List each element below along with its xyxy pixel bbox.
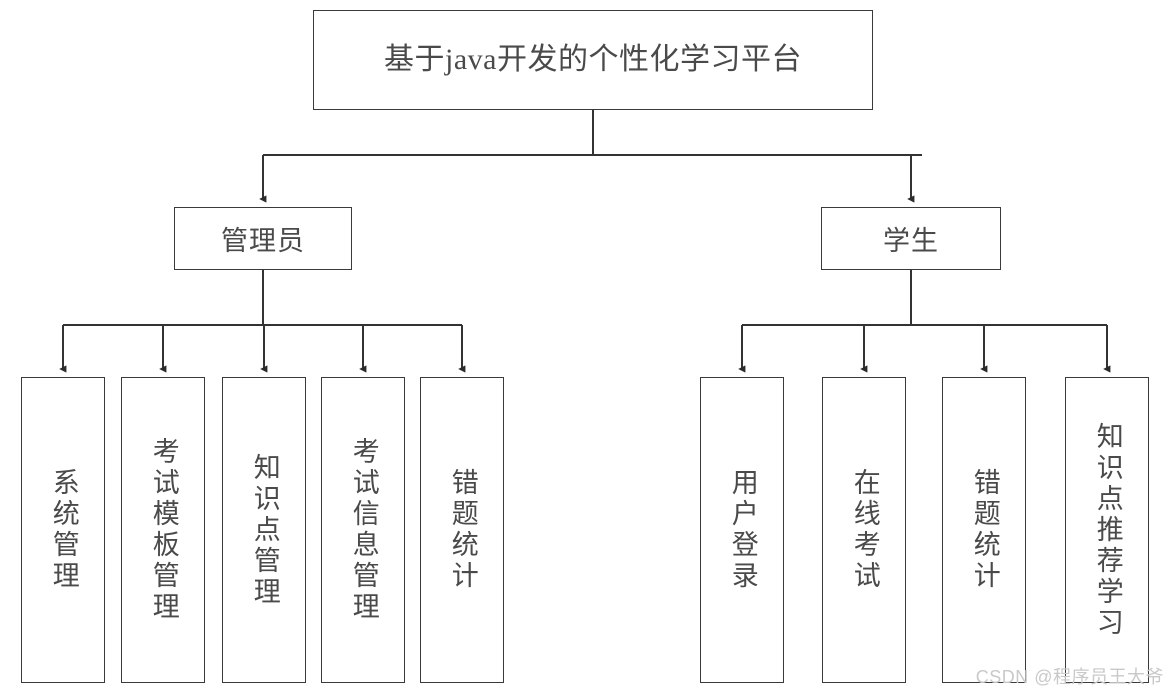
node-student-leaf-user-login[interactable]: 用户登录: [700, 377, 784, 683]
node-admin-leaf-3-label: 知识点管理: [249, 452, 280, 608]
node-admin-leaf-exam-template-management[interactable]: 考试模板管理: [121, 377, 205, 683]
node-role-admin[interactable]: 管理员: [174, 207, 352, 270]
node-admin-leaf-2-label: 考试模板管理: [148, 437, 179, 623]
node-student-leaf-3-label: 错题统计: [969, 468, 1000, 592]
node-student-leaf-online-exam[interactable]: 在线考试: [822, 377, 906, 683]
node-root-label: 基于java开发的个性化学习平台: [384, 43, 802, 76]
node-role-student-label: 学生: [883, 226, 939, 256]
node-root-platform[interactable]: 基于java开发的个性化学习平台: [313, 10, 873, 110]
node-role-student[interactable]: 学生: [821, 207, 1001, 270]
node-admin-leaf-wrong-question-statistics[interactable]: 错题统计: [420, 377, 504, 683]
node-student-leaf-4-label: 知识点推荐学习: [1092, 421, 1123, 639]
node-student-leaf-2-label: 在线考试: [849, 468, 880, 592]
node-student-leaf-knowledge-point-recommended-learning[interactable]: 知识点推荐学习: [1065, 377, 1149, 683]
node-admin-leaf-5-label: 错题统计: [447, 468, 478, 592]
node-role-admin-label: 管理员: [221, 226, 305, 256]
node-admin-leaf-4-label: 考试信息管理: [348, 437, 379, 623]
node-student-leaf-1-label: 用户登录: [727, 468, 758, 592]
node-admin-leaf-system-management[interactable]: 系统管理: [21, 377, 105, 683]
node-admin-leaf-1-label: 系统管理: [48, 468, 79, 592]
node-admin-leaf-exam-info-management[interactable]: 考试信息管理: [321, 377, 405, 683]
node-admin-leaf-knowledge-point-management[interactable]: 知识点管理: [222, 377, 306, 683]
node-student-leaf-wrong-question-statistics[interactable]: 错题统计: [942, 377, 1026, 683]
